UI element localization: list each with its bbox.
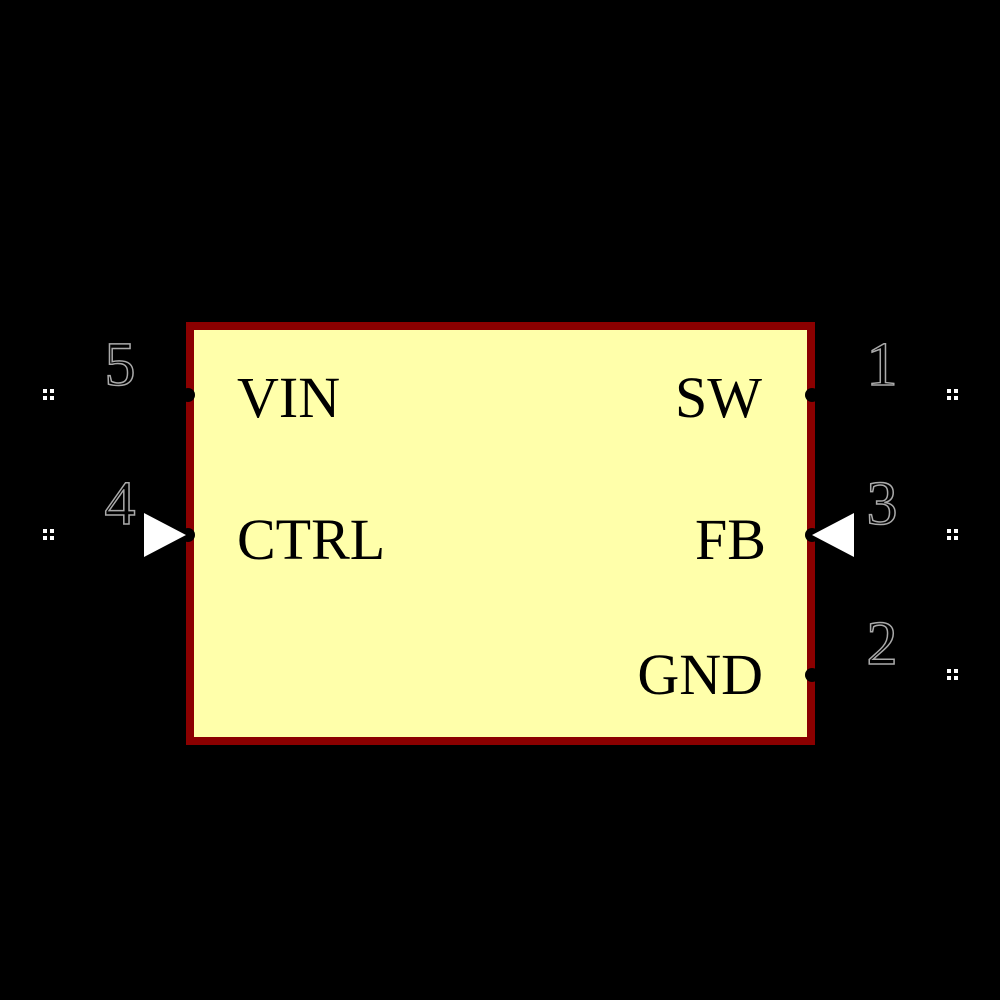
four-dot-marker-icon-pin4[interactable]: [43, 529, 54, 540]
pin-label-ctrl: CTRL: [237, 507, 386, 572]
pin-connection-dot-gnd[interactable]: [805, 668, 819, 682]
pin-number-2: 2: [866, 610, 899, 678]
pin-number-1: 1: [866, 331, 899, 399]
pin-connection-dot-vin[interactable]: [181, 388, 195, 402]
pin-label-sw: SW: [675, 365, 762, 430]
pin-label-gnd: GND: [637, 642, 763, 707]
input-arrow-icon-fb: [812, 513, 854, 557]
pin-number-3: 3: [866, 470, 899, 538]
pin-number-4: 4: [104, 470, 137, 538]
four-dot-marker-icon-pin3[interactable]: [947, 529, 958, 540]
pin-label-fb: FB: [695, 507, 766, 572]
pin-number-5: 5: [104, 331, 137, 399]
input-arrow-icon-ctrl: [144, 513, 186, 557]
pin-label-vin: VIN: [237, 365, 341, 430]
four-dot-marker-icon-pin1[interactable]: [947, 389, 958, 400]
pin-connection-dot-sw[interactable]: [805, 388, 819, 402]
four-dot-marker-icon-pin2[interactable]: [947, 669, 958, 680]
four-dot-marker-icon-pin5[interactable]: [43, 389, 54, 400]
component-body[interactable]: [186, 322, 815, 745]
